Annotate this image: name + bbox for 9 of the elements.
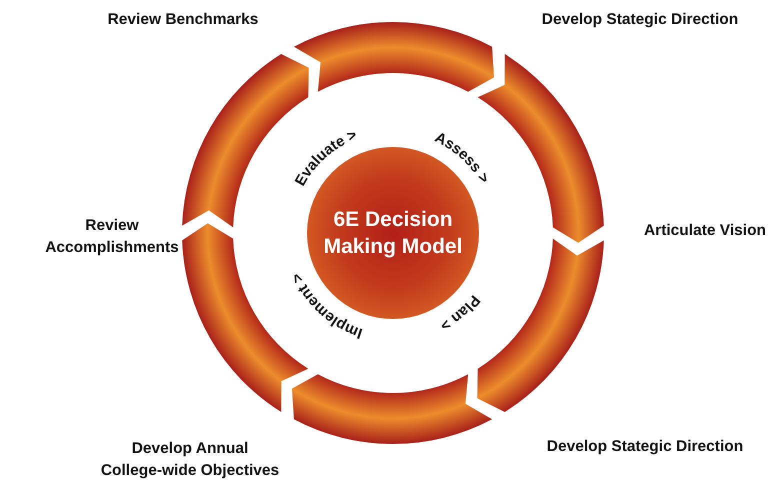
stage-label: Develop Stategic Direction <box>540 10 740 30</box>
stage-label: Develop Annual College-wide Objectives <box>100 439 280 481</box>
center-title: 6E Decision Making Model <box>323 206 463 260</box>
ring-segment <box>292 374 492 444</box>
stage-label: Articulate Vision <box>642 221 768 241</box>
stage-label: Develop Stategic Direction <box>546 437 744 457</box>
stage-label: Review Benchmarks <box>106 10 260 30</box>
stage-label: Review Accomplishments <box>44 216 180 258</box>
ring-segment <box>294 22 494 92</box>
